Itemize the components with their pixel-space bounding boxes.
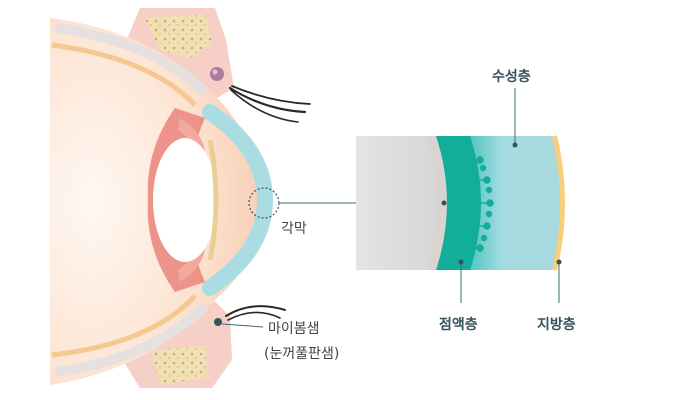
meibomian-gland-sublabel: (눈꺼풀판샘) — [264, 346, 340, 362]
mucin-pointer-dot — [458, 259, 464, 265]
sclera-band-upper — [54, 23, 209, 96]
aqueous-layer — [470, 136, 560, 270]
epithelium-pointer-dot — [441, 200, 447, 206]
meibomian-gland-marker — [214, 318, 222, 326]
meibomian-leader-line — [221, 323, 264, 328]
aqueous-layer-label: 수성층 — [492, 69, 531, 85]
meibomian-gland-label: 마이봄샘 — [268, 321, 320, 337]
aqueous-pointer-dot — [512, 142, 518, 148]
lipid-layer-label: 지방층 — [537, 317, 576, 333]
cornea-label: 각막 — [281, 221, 307, 237]
lower-eyelashes — [225, 305, 286, 321]
sclera-band-lower — [54, 302, 209, 377]
lens — [153, 138, 217, 262]
cornea — [202, 104, 274, 296]
lipid-pointer-dot — [556, 259, 562, 265]
gland-dot-upper — [210, 67, 224, 81]
cornea-zoom-circle — [248, 187, 280, 219]
mucin-layer-label: 점액층 — [439, 317, 478, 333]
upper-eyelashes — [228, 85, 311, 123]
tear-film-cross-section — [356, 135, 580, 271]
